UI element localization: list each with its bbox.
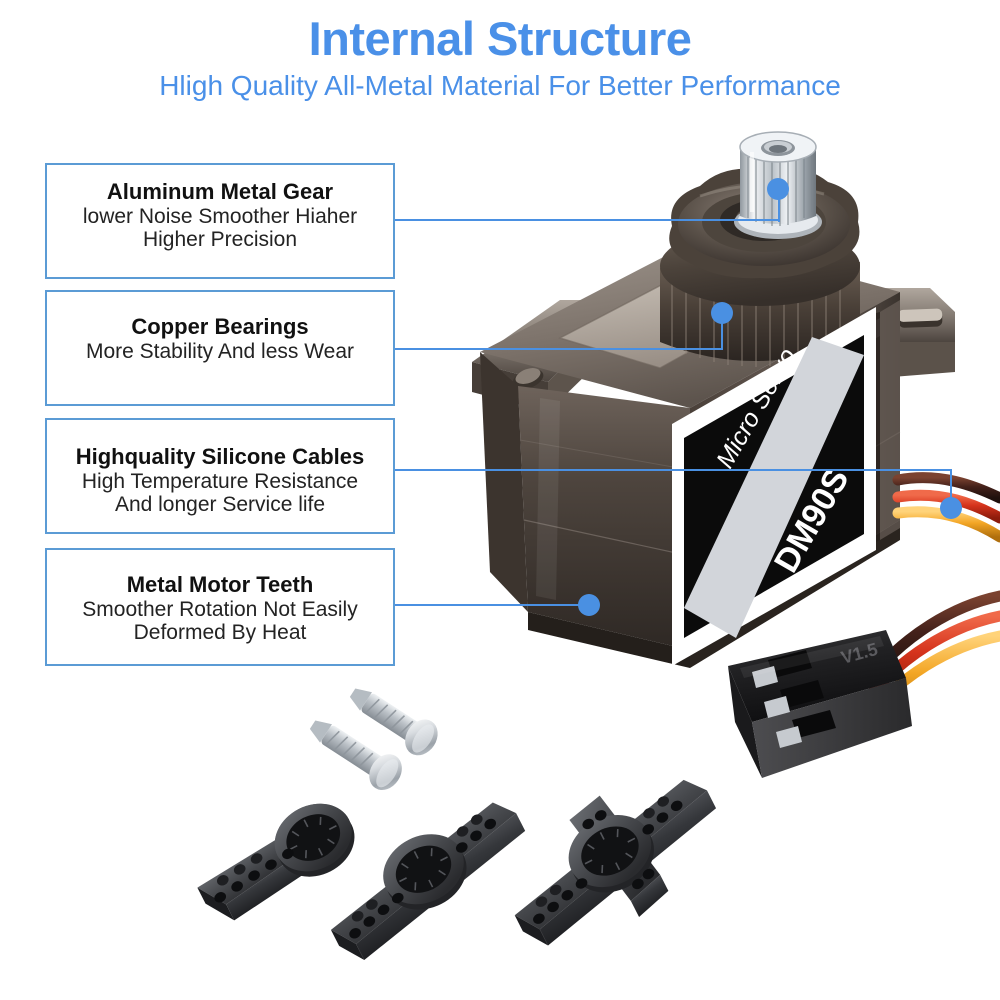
callout-line-1: More Stability And less Wear xyxy=(85,339,355,363)
product-label: Micro Servo DM90S xyxy=(672,307,876,666)
callout-line-2: Higher Precision xyxy=(142,228,298,252)
horn-cross-arm xyxy=(514,779,717,946)
callout-dot-1 xyxy=(767,178,789,200)
callout-box-copper-bearings[interactable]: Copper Bearings More Stability And less … xyxy=(45,290,395,406)
callout-title: Aluminum Metal Gear xyxy=(106,179,334,204)
leader-stem-1 xyxy=(778,196,780,222)
header: Internal Structure Hligh Quality All-Met… xyxy=(0,14,1000,102)
horn-single-arm xyxy=(197,803,355,921)
leader-line-3 xyxy=(395,469,952,471)
callout-line-2: And longer Service life xyxy=(114,493,326,517)
callout-box-highquality-silicone-cables[interactable]: Highquality Silicone Cables High Tempera… xyxy=(45,418,395,534)
callout-box-metal-motor-teeth[interactable]: Metal Motor Teeth Smoother Rotation Not … xyxy=(45,548,395,666)
page-title: Internal Structure xyxy=(308,12,692,65)
callout-title: Metal Motor Teeth xyxy=(126,572,314,597)
callout-line-2: Deformed By Heat xyxy=(133,621,307,645)
callout-box-aluminum-metal-gear[interactable]: Aluminum Metal Gear lower Noise Smoother… xyxy=(45,163,395,279)
callout-line-1: High Temperature Resistance xyxy=(81,469,359,493)
callout-title: Highquality Silicone Cables xyxy=(75,444,365,469)
page-subtitle: Hligh Quality All-Metal Material For Bet… xyxy=(159,70,841,102)
leader-line-4 xyxy=(395,604,591,606)
leader-stem-3 xyxy=(950,469,952,503)
servo-connector: V1.5 xyxy=(728,630,912,778)
leader-line-2 xyxy=(395,348,723,350)
callout-line-1: lower Noise Smoother Hiaher xyxy=(82,204,358,228)
horn-double-arm xyxy=(330,802,526,961)
callout-dot-2 xyxy=(711,302,733,324)
leader-line-1 xyxy=(395,219,780,221)
mounting-screws xyxy=(309,688,438,791)
leader-stem-2 xyxy=(721,322,723,350)
callout-line-1: Smoother Rotation Not Easily xyxy=(82,597,358,621)
callout-dot-3 xyxy=(940,497,962,519)
callout-title: Copper Bearings xyxy=(131,314,309,339)
callout-dot-4 xyxy=(578,594,600,616)
